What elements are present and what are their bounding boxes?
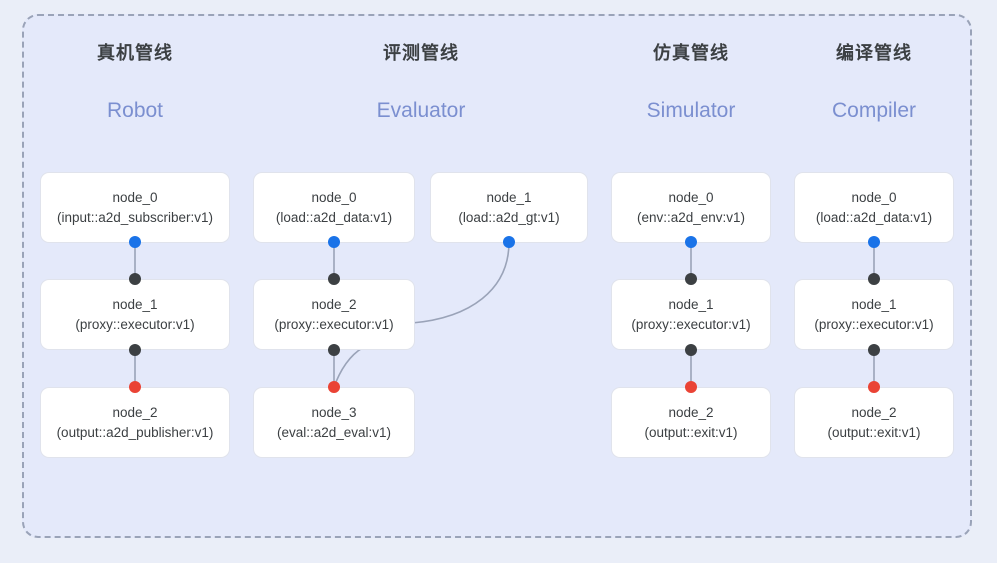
node-evaluator-0[interactable]: node_0 (load::a2d_data:v1) — [253, 172, 415, 243]
column-robot: 真机管线 Robot — [40, 44, 230, 121]
node-simulator-0[interactable]: node_0 (env::a2d_env:v1) — [611, 172, 771, 243]
column-title-cn-compiler: 编译管线 — [836, 43, 912, 63]
node-type: (output::exit:v1) — [644, 424, 738, 440]
column-title-cn-simulator: 仿真管线 — [653, 43, 729, 63]
column-evaluator: 评测管线 Evaluator — [253, 44, 589, 121]
column-simulator: 仿真管线 Simulator — [611, 44, 771, 121]
node-type: (eval::a2d_eval:v1) — [276, 424, 392, 440]
node-type: (proxy::executor:v1) — [814, 316, 934, 332]
node-id: node_1 — [668, 296, 714, 312]
node-id: node_1 — [112, 296, 158, 312]
node-id: node_2 — [112, 404, 158, 420]
node-id: node_1 — [486, 189, 532, 205]
column-title-en-evaluator: Evaluator — [376, 99, 466, 122]
column-title-en-simulator: Simulator — [646, 99, 736, 122]
node-id: node_2 — [668, 404, 714, 420]
node-compiler-2[interactable]: node_2 (output::exit:v1) — [794, 387, 954, 458]
node-id: node_0 — [112, 189, 158, 205]
node-id: node_0 — [668, 189, 714, 205]
node-evaluator-1[interactable]: node_1 (load::a2d_gt:v1) — [430, 172, 588, 243]
node-id: node_1 — [851, 296, 897, 312]
node-type: (proxy::executor:v1) — [274, 316, 394, 332]
node-id: node_0 — [311, 189, 357, 205]
node-type: (output::a2d_publisher:v1) — [56, 424, 214, 440]
node-robot-2[interactable]: node_2 (output::a2d_publisher:v1) — [40, 387, 230, 458]
node-type: (load::a2d_data:v1) — [275, 209, 393, 225]
node-type: (output::exit:v1) — [827, 424, 921, 440]
node-type: (input::a2d_subscriber:v1) — [56, 209, 214, 225]
node-compiler-1[interactable]: node_1 (proxy::executor:v1) — [794, 279, 954, 350]
column-compiler: 编译管线 Compiler — [794, 44, 954, 121]
node-id: node_0 — [851, 189, 897, 205]
node-id: node_2 — [311, 296, 357, 312]
node-robot-0[interactable]: node_0 (input::a2d_subscriber:v1) — [40, 172, 230, 243]
column-title-cn-evaluator: 评测管线 — [383, 43, 459, 63]
node-evaluator-2[interactable]: node_2 (proxy::executor:v1) — [253, 279, 415, 350]
node-type: (proxy::executor:v1) — [631, 316, 751, 332]
node-id: node_3 — [311, 404, 357, 420]
column-title-en-robot: Robot — [106, 99, 164, 122]
node-id: node_2 — [851, 404, 897, 420]
node-type: (env::a2d_env:v1) — [636, 209, 746, 225]
column-title-en-compiler: Compiler — [831, 99, 917, 122]
node-robot-1[interactable]: node_1 (proxy::executor:v1) — [40, 279, 230, 350]
column-title-cn-robot: 真机管线 — [97, 43, 173, 63]
node-type: (proxy::executor:v1) — [75, 316, 195, 332]
node-simulator-2[interactable]: node_2 (output::exit:v1) — [611, 387, 771, 458]
node-type: (load::a2d_gt:v1) — [458, 209, 560, 225]
node-evaluator-3[interactable]: node_3 (eval::a2d_eval:v1) — [253, 387, 415, 458]
node-compiler-0[interactable]: node_0 (load::a2d_data:v1) — [794, 172, 954, 243]
node-type: (load::a2d_data:v1) — [815, 209, 933, 225]
node-simulator-1[interactable]: node_1 (proxy::executor:v1) — [611, 279, 771, 350]
